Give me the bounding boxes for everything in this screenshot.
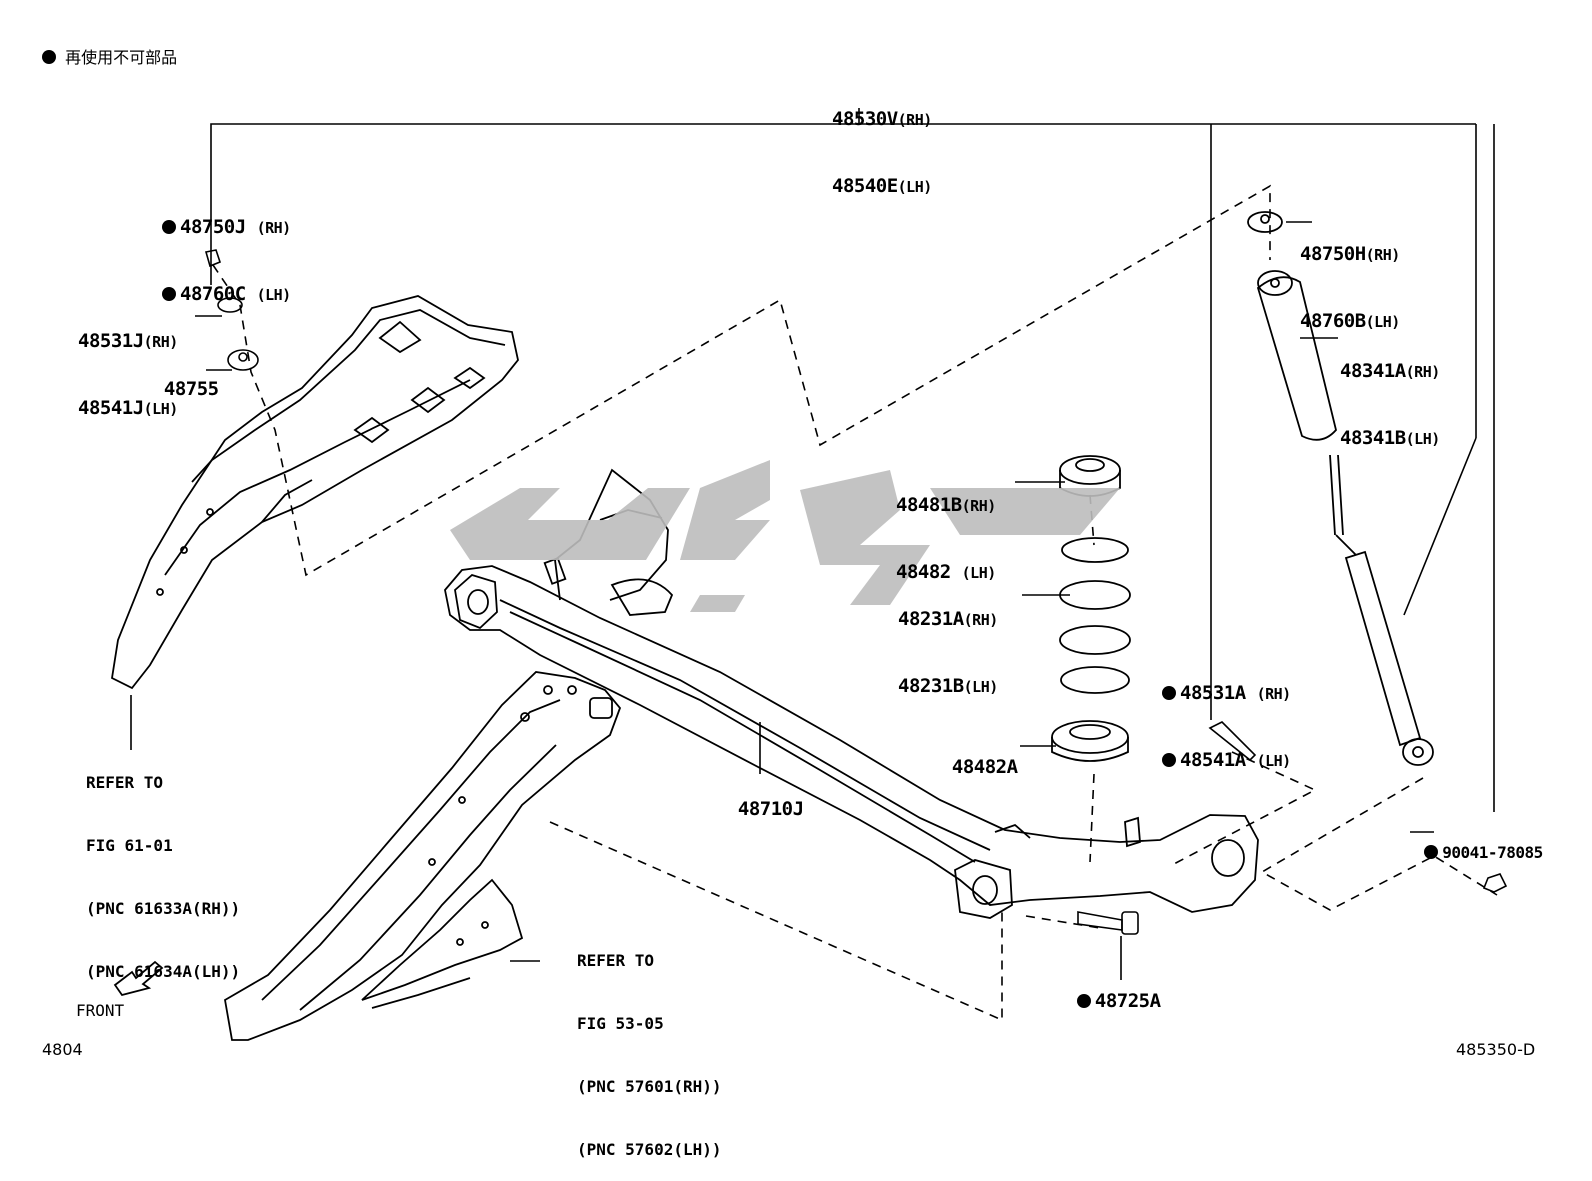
side-suffix: (RH) xyxy=(1256,685,1292,703)
part-code-rh: 48750J xyxy=(180,216,246,238)
part-code-rh: 48341A xyxy=(1340,360,1406,382)
side-suffix: (LH) xyxy=(1365,313,1401,331)
bullet-dot-icon xyxy=(162,220,176,234)
part-code-rh: 48750H xyxy=(1300,243,1366,265)
side-suffix: (RH) xyxy=(963,611,999,629)
callout-48481b[interactable]: 48481B(RH) 48482 (LH) xyxy=(896,450,996,606)
side-suffix: (LH) xyxy=(963,678,999,696)
washer-left-icon xyxy=(217,297,243,313)
callout-48341a[interactable]: 48341A(RH) 48341B(LH) xyxy=(1340,316,1440,472)
callout-48530v[interactable]: 48530V(RH) 48540E(LH) xyxy=(832,64,932,220)
side-suffix: (RH) xyxy=(256,219,292,237)
leader-lines xyxy=(130,221,1434,980)
side-suffix: (LH) xyxy=(256,286,292,304)
bullet-dot-icon xyxy=(162,287,176,301)
refer-line: (PNC 57601(RH)) xyxy=(577,1077,722,1096)
bullet-dot-icon xyxy=(1162,753,1176,767)
legend-non-reusable-parts: 再使用不可部品 xyxy=(42,44,177,68)
side-suffix: (LH) xyxy=(897,178,933,196)
refer-line: FIG 61-01 xyxy=(86,836,173,855)
small-hardware xyxy=(204,249,1508,935)
part-code-rh: 48481B xyxy=(896,494,962,516)
bullet-dot-icon xyxy=(1076,994,1091,1008)
side-suffix: (RH) xyxy=(1365,246,1401,264)
callout-48531j[interactable]: 48531J(RH) 48541J(LH) xyxy=(78,286,178,442)
part-code-lh: 48540E xyxy=(832,175,898,197)
part-code-lh: 48760B xyxy=(1300,310,1366,332)
part-code-lh: 48231B xyxy=(898,675,964,697)
page-code-right: 485350-D xyxy=(1456,1040,1536,1059)
callout-48750j[interactable]: 48750J (RH) 48760C (LH) xyxy=(162,172,291,328)
part-code: 48482A xyxy=(951,756,1018,778)
refer-line: (PNC 61633A(RH)) xyxy=(86,899,241,918)
refer-line: (PNC 57602(LH)) xyxy=(577,1140,722,1159)
refer-note-lower[interactable]: REFER TO FIG 53-05 (PNC 57601(RH)) (PNC … xyxy=(577,908,722,1181)
side-suffix: (RH) xyxy=(961,497,997,515)
dust-boot xyxy=(1256,270,1337,441)
bolt-right-icon xyxy=(1208,721,1257,762)
callout-48725a[interactable]: 48725A xyxy=(1055,968,1161,1012)
callout-48755[interactable]: 48755 xyxy=(142,356,219,400)
callout-48482a[interactable]: 48482A xyxy=(930,734,1018,778)
callout-90041-78085[interactable]: 90041-78085 xyxy=(1406,820,1543,864)
bolt-lower-icon xyxy=(1077,911,1123,931)
callout-48750h[interactable]: 48750H(RH) 48760B(LH) xyxy=(1300,199,1400,355)
shock-absorber xyxy=(1329,454,1434,766)
rear-floor-side-member xyxy=(224,671,622,1041)
part-code-lh: 48482 xyxy=(896,561,962,583)
legend-text: 再使用不可部品 xyxy=(65,48,178,67)
nut-left-icon xyxy=(204,249,221,268)
refer-line: REFER TO xyxy=(86,773,164,792)
part-code-lh: 48541J xyxy=(78,397,144,419)
left-wheelhouse-panel xyxy=(111,295,519,690)
part-code: 48725A xyxy=(1094,990,1161,1012)
side-suffix: (RH) xyxy=(897,111,933,129)
part-code: 48755 xyxy=(163,378,219,400)
refer-line: (PNC 61634A(LH)) xyxy=(86,962,241,981)
side-suffix: (LH) xyxy=(1405,430,1441,448)
parts-diagram-canvas xyxy=(111,108,1508,1041)
nut-far-icon xyxy=(1482,873,1508,893)
callout-48231a[interactable]: 48231A(RH) 48231B(LH) xyxy=(898,564,998,720)
front-arrow-icon xyxy=(113,960,164,997)
callout-48531a[interactable]: 48531A (RH) 48541A (LH) xyxy=(1162,638,1291,794)
page-code-left: 4804 xyxy=(42,1040,83,1059)
part-code: 90041-78085 xyxy=(1442,843,1543,862)
part-code-rh: 48231A xyxy=(898,608,964,630)
bushing-left-icon xyxy=(227,349,259,371)
callout-48710j[interactable]: 48710J xyxy=(716,776,804,820)
watermark-logo xyxy=(450,460,1120,612)
bullet-dot-icon xyxy=(1162,686,1176,700)
assembly-bracket-lines xyxy=(210,108,1495,812)
upper-mount xyxy=(1247,211,1283,233)
refer-line: REFER TO xyxy=(577,951,655,970)
side-suffix: (LH) xyxy=(961,564,997,582)
part-code-lh: 48341B xyxy=(1340,427,1406,449)
part-code-rh: 48531A xyxy=(1180,682,1246,704)
bullet-dot-icon xyxy=(1424,845,1439,859)
front-label: FRONT xyxy=(76,1001,125,1020)
part-code-lh: 48541A xyxy=(1180,749,1246,771)
bullet-dot-icon xyxy=(42,50,56,64)
side-suffix: (RH) xyxy=(143,333,179,351)
side-suffix: (RH) xyxy=(1405,363,1441,381)
side-suffix: (LH) xyxy=(1256,752,1292,770)
part-code-rh: 48530V xyxy=(832,108,898,130)
part-code: 48710J xyxy=(737,798,804,820)
part-code-lh: 48760C xyxy=(180,283,246,305)
part-code-rh: 48531J xyxy=(78,330,144,352)
side-suffix: (LH) xyxy=(143,400,179,418)
refer-line: FIG 53-05 xyxy=(577,1014,664,1033)
refer-note-left[interactable]: REFER TO FIG 61-01 (PNC 61633A(RH)) (PNC… xyxy=(86,730,240,1003)
